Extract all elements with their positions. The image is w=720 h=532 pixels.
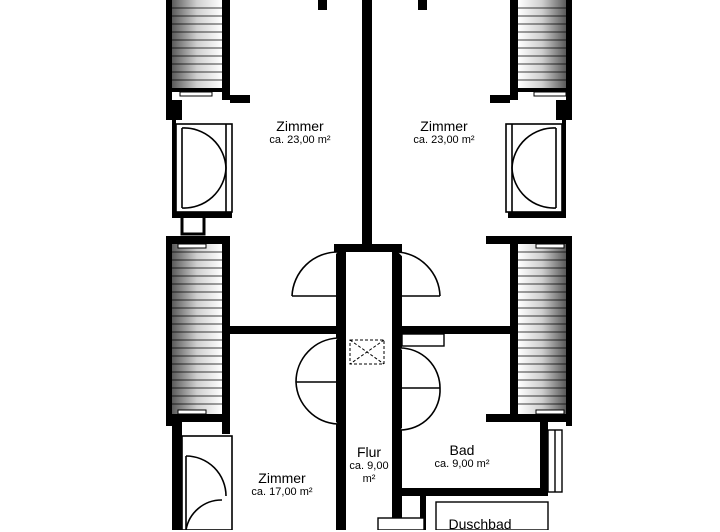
walls — [172, 0, 566, 530]
room-area: ca. 9,00 m² — [434, 458, 490, 471]
room-name: Zimmer — [420, 118, 468, 134]
dormer-right-upper — [510, 0, 572, 120]
dormer-left-middle — [166, 236, 230, 426]
room-zimmer-right-label: Zimmer ca. 23,00 m² — [394, 118, 494, 147]
door-bad — [399, 347, 441, 431]
duschbad-walls — [377, 501, 549, 530]
room-area-line1: ca. 9,00 — [349, 460, 389, 473]
room-zimmer-left-label: Zimmer ca. 23,00 m² — [250, 118, 350, 147]
room-area: ca. 17,00 m² — [251, 486, 313, 499]
bad-shelf — [401, 333, 445, 347]
dormer-left-upper — [166, 0, 230, 120]
room-name: Duschbad — [448, 516, 512, 532]
room-bad-label: Bad ca. 9,00 m² — [412, 442, 512, 471]
doors — [175, 123, 563, 530]
room-area: ca. 23,00 m² — [413, 134, 475, 147]
door-corridor-left — [295, 337, 339, 425]
door-lower-left — [181, 435, 233, 530]
room-name: Bad — [449, 442, 475, 458]
door-corridor-top — [291, 251, 441, 297]
room-name: Flur — [356, 444, 382, 460]
shaft-symbol — [349, 339, 385, 365]
door-left-upper — [175, 123, 233, 213]
room-area-line2: m² — [362, 472, 376, 485]
door-right-upper — [505, 123, 563, 213]
room-duschbad-label: Duschbad — [430, 516, 530, 532]
room-area: ca. 23,00 m² — [269, 134, 331, 147]
room-name: Zimmer — [276, 118, 324, 134]
room-name: Zimmer — [258, 470, 306, 486]
room-zimmer-lower-label: Zimmer ca. 17,00 m² — [232, 470, 332, 499]
window-bad — [547, 429, 563, 493]
room-flur-label: Flur ca. 9,00 m² — [336, 444, 402, 485]
